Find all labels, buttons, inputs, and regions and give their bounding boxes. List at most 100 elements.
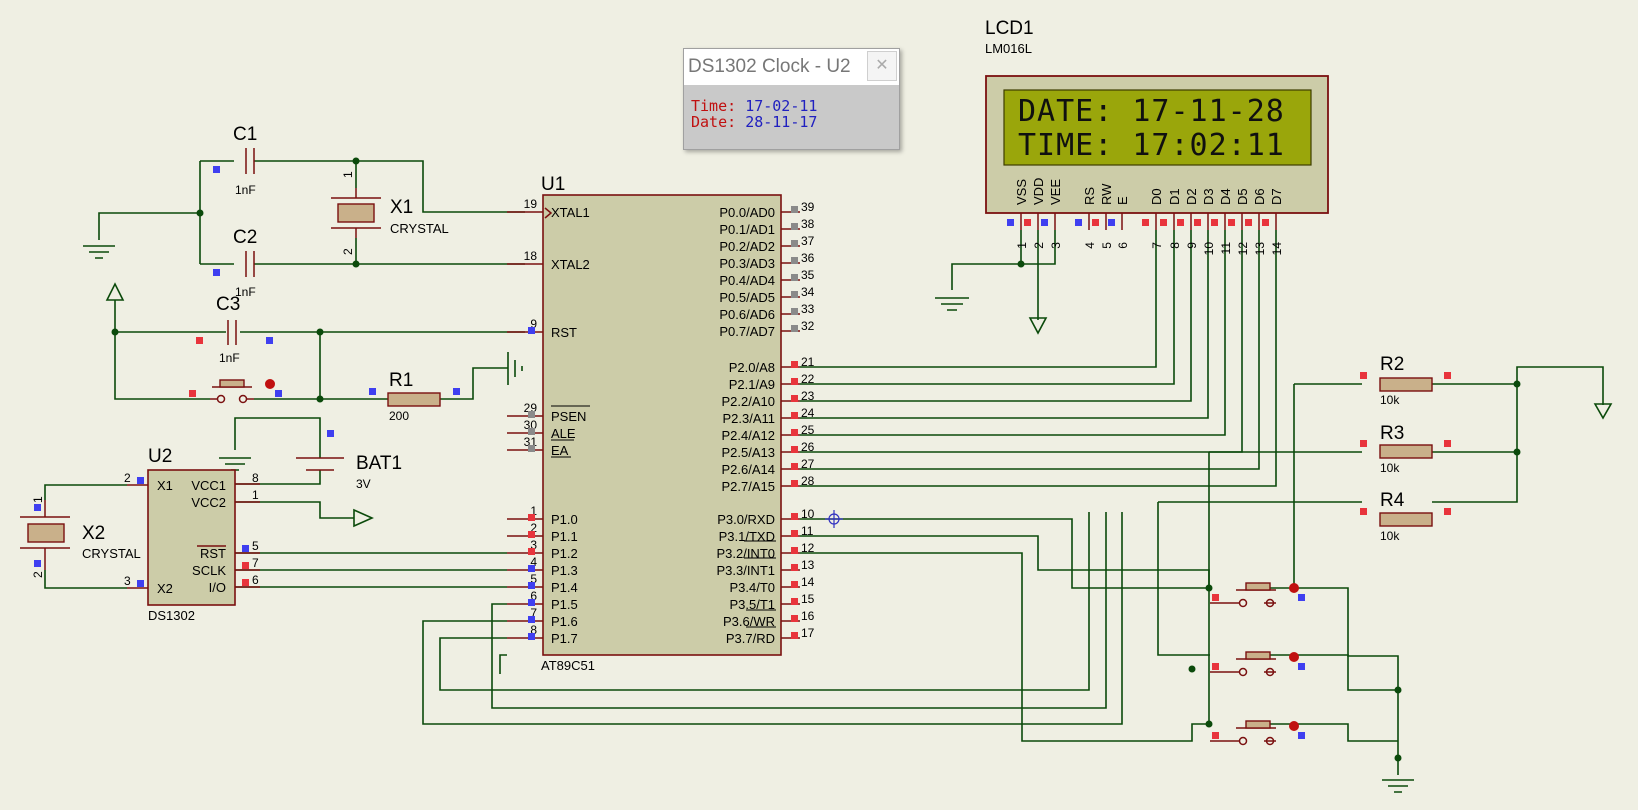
mcu-u1-at89c51[interactable]: U1 AT89C51 19XTAL118XTAL29RST29PSEN30ALE… [507,174,815,673]
svg-text:VCC1: VCC1 [191,478,226,493]
mcu-pin-num: 28 [801,474,815,488]
lcd-pin-label: VSS [1014,179,1029,205]
svg-text:10k: 10k [1380,461,1400,475]
mcu-pin-num: 16 [801,609,815,623]
mcu-pin-label: P2.5/A13 [722,445,776,460]
ground-symbols [83,245,1414,793]
mcu-pin-num: 1 [530,504,537,518]
clock-date-row: Date: 28-11-17 [691,113,818,131]
mcu-pin-num: 34 [801,285,815,299]
mcu-pin-num: 6 [530,589,537,603]
mcu-pin-num: 37 [801,234,815,248]
mcu-pin-num: 26 [801,440,815,454]
mcu-pin-label: P1.6 [551,614,578,629]
u1-model: AT89C51 [541,658,595,673]
mcu-pin-label: P1.5 [551,597,578,612]
ds1302-clock-window[interactable]: DS1302 Clock - U2 ✕ Time: 17-02-11 Date:… [683,48,900,150]
capacitor-c3[interactable]: C3 1nF [196,294,273,365]
mcu-pin-num: 11 [801,524,814,538]
mcu-pin-label: P3.3/INT1 [716,563,775,578]
svg-text:10k: 10k [1380,393,1400,407]
mcu-pin-num: 15 [801,592,815,606]
wires [44,160,1604,775]
lcd-model: LM016L [985,41,1032,56]
mcu-pin-label: PSEN [551,409,586,424]
mcu-pin-label: P1.3 [551,563,578,578]
svg-text:10k: 10k [1380,529,1400,543]
mcu-pin-label: P3.7/RD [726,631,775,646]
lcd-ref: LCD1 [985,18,1034,39]
mcu-pin-label: P1.1 [551,529,578,544]
mcu-pin-label: P2.7/A15 [722,479,776,494]
mcu-pin-label: P0.2/AD2 [719,239,775,254]
mcu-pin-label: P0.7/AD7 [719,324,775,339]
rtc-u2-ds1302[interactable]: U2 DS1302 X1 X2 VCC1 VCC2 RST SCLK I/O 2… [124,446,260,623]
c1-ref: C1 [233,124,257,145]
lcd-pin-num: 10 [1202,242,1216,256]
lcd-line-2: TIME: 17:02:11 [1018,128,1285,163]
reset-pushbutton[interactable] [189,379,282,404]
mcu-pin-num: 21 [801,355,815,369]
mcu-pin-label: P0.6/AD6 [719,307,775,322]
c3-value: 1nF [219,351,240,365]
crystal-x1[interactable]: X1 CRYSTAL 1 2 [331,171,449,255]
mcu-pin-label: P0.1/AD1 [719,222,775,237]
lcd-pin-num: 8 [1168,242,1182,249]
lcd-lm016l[interactable]: LCD1 LM016L DATE: 17-11-28 TIME: 17:02:1… [985,18,1329,256]
mcu-pin-label: P1.4 [551,580,578,595]
lcd-pin-label: D1 [1167,188,1182,205]
pushbutton-1[interactable] [1210,582,1305,608]
lcd-pins: VSS1VDD2VEE3RS4RW5E6D07D18D29D310D411D51… [1007,178,1284,256]
battery-bat1[interactable]: BAT1 3V [296,430,402,491]
clock-time-row: Time: 17-02-11 [691,97,818,115]
lcd-pin-label: RS [1082,187,1097,205]
mcu-pin-num: 36 [801,251,815,265]
lcd-pin-num: 12 [1236,242,1250,256]
mcu-pin-label: P0.3/AD3 [719,256,775,271]
probe-cursor [825,510,843,528]
svg-text:2: 2 [341,248,355,255]
u1-ref: U1 [541,174,565,195]
mcu-pin-num: 19 [524,197,538,211]
mcu-pin-num: 3 [530,538,537,552]
capacitor-c2[interactable]: C2 1nF [213,227,257,299]
mcu-pin-label: P0.4/AD4 [719,273,775,288]
mcu-pin-label: P1.7 [551,631,578,646]
mcu-pin-num: 38 [801,217,815,231]
mcu-pin-label: XTAL2 [551,257,590,272]
mcu-pin-label: RST [551,325,577,340]
r1-value: 200 [389,409,409,423]
lcd-line-1: DATE: 17-11-28 [1018,94,1285,129]
u2-ref: U2 [148,446,172,467]
mcu-pin-label: P1.2 [551,546,578,561]
capacitor-c1[interactable]: C1 1nF [213,124,257,197]
pushbutton-2[interactable] [1210,651,1305,677]
lcd-pin-label: RW [1099,183,1114,205]
lcd-pin-num: 4 [1083,242,1097,249]
lcd-pin-num: 5 [1100,242,1114,249]
mcu-pin-label: P2.3/A11 [722,411,775,426]
lcd-pin-label: VDD [1031,178,1046,205]
mcu-pin-label: P2.2/A10 [722,394,776,409]
mcu-pin-label: P0.0/AD0 [719,205,775,220]
resistor-r3[interactable]: R3 10k [1360,423,1451,475]
mcu-pin-label: P3.5/T1 [729,597,775,612]
u2-model: DS1302 [148,608,195,623]
resistor-r1[interactable]: R1 200 [369,370,460,423]
mcu-pin-num: 10 [801,507,815,521]
mcu-pin-num: 12 [801,541,815,555]
svg-text:R3: R3 [1380,423,1404,444]
svg-text:2: 2 [124,471,131,485]
mcu-pin-num: 18 [524,249,538,263]
clock-window-titlebar[interactable]: DS1302 Clock - U2 ✕ [684,49,899,85]
mcu-pin-num: 22 [801,372,815,386]
pushbutton-3[interactable] [1210,720,1305,746]
crystal-x2[interactable]: X2 CRYSTAL 1 2 [20,496,141,578]
svg-text:1: 1 [252,488,259,502]
c2-value: 1nF [235,285,256,299]
close-icon[interactable]: ✕ [867,51,897,81]
svg-text:X1: X1 [157,478,173,493]
resistor-r2[interactable]: R2 10k [1360,354,1451,407]
resistor-r4[interactable]: R4 10k [1360,490,1451,543]
